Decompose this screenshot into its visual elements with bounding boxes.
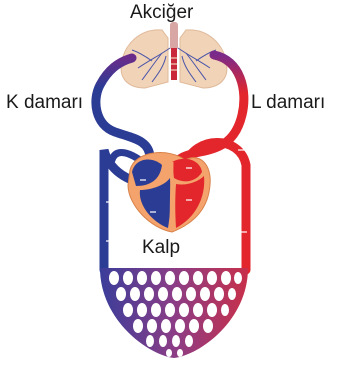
k-vessel-label: K damarı	[6, 93, 83, 112]
central-pulmonary-vessels	[171, 48, 177, 80]
capillary-bed	[100, 268, 248, 358]
heart	[128, 153, 210, 232]
trachea	[170, 22, 178, 50]
vena-cava-upper-branch	[112, 153, 140, 161]
septum	[171, 162, 172, 230]
l-vessel-label: L damarı	[251, 93, 325, 112]
heart-label: Kalp	[142, 238, 180, 257]
lungs-label: Akciğer	[130, 3, 193, 22]
